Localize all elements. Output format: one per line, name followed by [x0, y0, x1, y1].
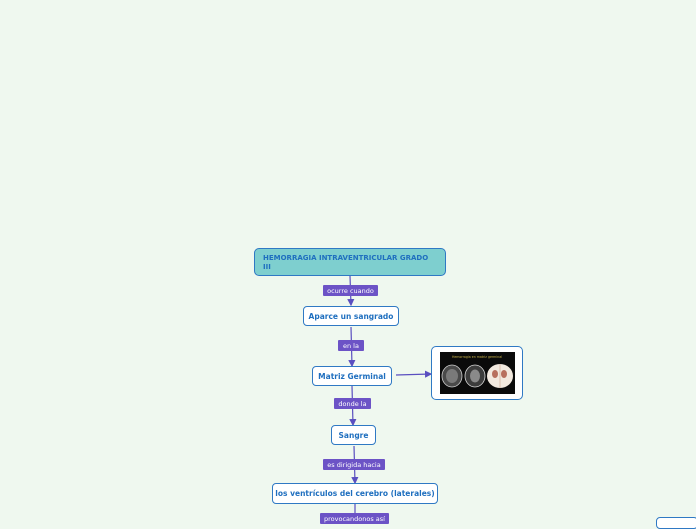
link-label-provocandonos-asi[interactable]: provocandonos así: [320, 513, 389, 524]
link-label-ocurre-cuando[interactable]: ocurre cuando: [323, 285, 378, 296]
link-label-es-dirigida-hacia[interactable]: es dirigida hacia: [323, 459, 385, 470]
brain-scan-image: Hemorragia en matriz germinal: [440, 352, 515, 394]
node-sangre[interactable]: Sangre: [331, 425, 376, 445]
offscreen-node[interactable]: [656, 517, 696, 529]
node-aparece-sangrado[interactable]: Aparce un sangrado: [303, 306, 399, 326]
image-caption: Hemorragia en matriz germinal: [452, 355, 502, 359]
node-matriz-germinal[interactable]: Matriz Germinal: [312, 366, 392, 386]
image-node[interactable]: Hemorragia en matriz germinal: [431, 346, 523, 400]
node-ventriculos[interactable]: los ventrículos del cerebro (laterales): [272, 483, 438, 504]
link-label-donde-la[interactable]: donde la: [334, 398, 371, 409]
brain-scan-graphic: Hemorragia en matriz germinal: [441, 355, 513, 388]
root-topic-title: HEMORRAGIA INTRAVENTRICULAR GRADO III: [263, 254, 429, 271]
root-topic[interactable]: HEMORRAGIA INTRAVENTRICULAR GRADO III: [254, 248, 446, 276]
connector-n2-image: [395, 370, 433, 378]
link-label-en-la[interactable]: en la: [338, 340, 364, 351]
